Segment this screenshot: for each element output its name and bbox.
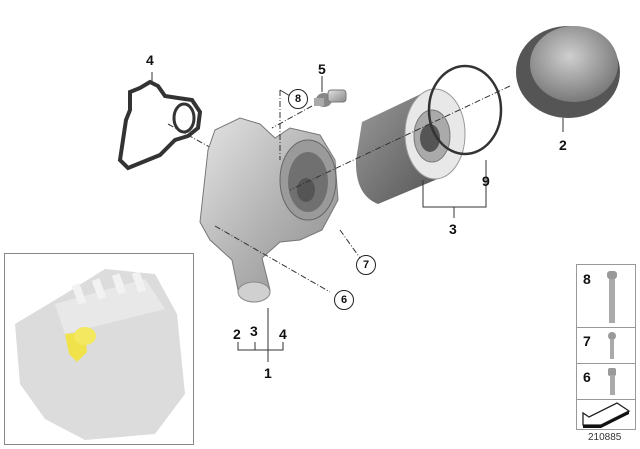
- callout-1[interactable]: 1: [264, 365, 272, 381]
- sensor-part: [271, 76, 347, 129]
- callout-8[interactable]: 8: [288, 89, 308, 109]
- bolt-head-icon: [607, 271, 617, 279]
- callout-6[interactable]: 6: [334, 290, 354, 310]
- callout-4[interactable]: 4: [146, 52, 154, 68]
- engine-overview-inset: [4, 253, 194, 445]
- engine-illustration: [15, 269, 185, 440]
- bolt-head-icon: [608, 332, 616, 340]
- legend-item-6[interactable]: 6: [577, 363, 635, 400]
- filter-element-part: [355, 88, 466, 204]
- callout-5[interactable]: 5: [318, 61, 326, 77]
- callout-3[interactable]: 3: [449, 221, 457, 237]
- long-bolt-icon: [609, 279, 615, 323]
- callout-7[interactable]: 7: [356, 255, 376, 275]
- sublabel-2: 2: [233, 326, 241, 342]
- short-bolt-icon: [610, 339, 614, 359]
- direction-arrow-icon: [582, 402, 631, 428]
- callout-9[interactable]: 9: [482, 173, 490, 189]
- stud-bolt-icon: [610, 375, 615, 395]
- legend-item-8[interactable]: 8: [577, 265, 635, 328]
- document-number: 210885: [588, 432, 622, 443]
- o-ring-part: [427, 64, 503, 156]
- callout-2[interactable]: 2: [559, 137, 567, 153]
- legend-item-7[interactable]: 7: [577, 327, 635, 364]
- filter-cap-part: [516, 26, 620, 132]
- direction-arrow-cell: [577, 399, 635, 429]
- bolt-legend: 8 7 6: [576, 264, 636, 430]
- gasket-part: [117, 72, 216, 171]
- sublabel-3: 3: [250, 323, 258, 339]
- bolt-head-icon: [608, 368, 616, 376]
- housing-part: [199, 117, 339, 303]
- sublabel-4: 4: [279, 326, 287, 342]
